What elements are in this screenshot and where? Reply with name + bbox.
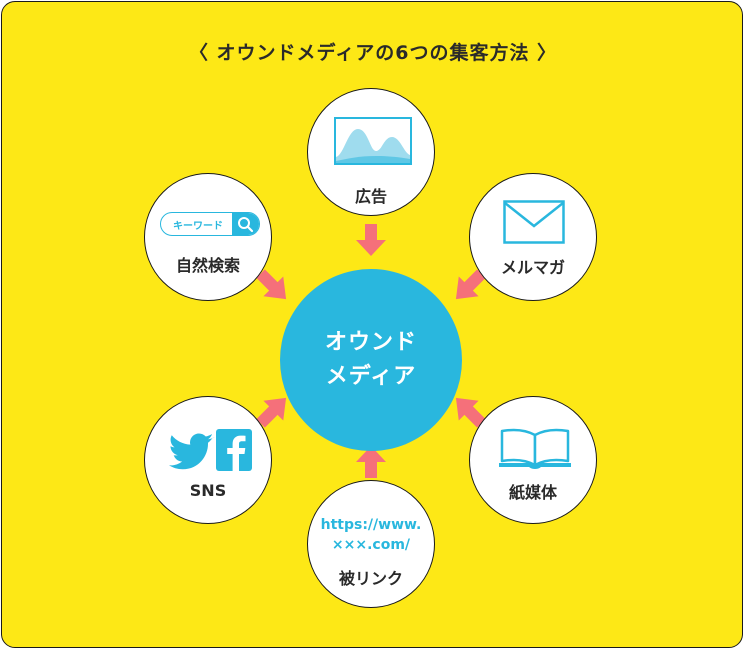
node-mail: メルマガ — [469, 173, 597, 301]
node-search: キーワード 自然検索 — [144, 173, 272, 301]
diagram-title: 〈 オウンドメディアの6つの集客方法 〉 — [188, 42, 558, 64]
search-keyword-text: キーワード — [173, 221, 223, 232]
arrow-print — [455, 397, 486, 428]
url-line-2: ×××.com/ — [331, 537, 411, 553]
node-ad: 広告 — [307, 88, 435, 216]
center-owned-media: オウンド メディア — [280, 269, 462, 451]
node-print: 紙媒体 — [469, 396, 597, 524]
node-search-label: 自然検索 — [175, 256, 240, 275]
landscape-image-icon — [334, 117, 412, 165]
arrow-mail — [455, 269, 486, 300]
node-link: https://www. ×××.com/ 被リンク — [307, 480, 435, 608]
node-mail-label: メルマガ — [500, 258, 565, 277]
node-sns: SNS — [144, 396, 272, 524]
open-book-icon — [499, 428, 571, 469]
arrow-sns — [256, 397, 287, 428]
center-label-line1: オウンド — [324, 330, 417, 355]
arrow-ad — [356, 224, 386, 256]
search-box-icon: キーワード — [160, 212, 260, 236]
arrow-search — [256, 269, 287, 300]
envelope-icon — [503, 200, 565, 244]
twitter-facebook-icon — [168, 429, 252, 471]
center-label-line2: メディア — [325, 364, 417, 389]
node-sns-label: SNS — [189, 481, 227, 500]
url-line-1: https://www. — [320, 517, 422, 533]
magnifier-icon — [238, 217, 254, 233]
node-print-label: 紙媒体 — [508, 483, 557, 502]
search-button-graphic — [232, 213, 259, 235]
node-ad-label: 広告 — [354, 187, 387, 206]
arrow-link — [356, 446, 386, 478]
node-link-label: 被リンク — [338, 569, 403, 588]
